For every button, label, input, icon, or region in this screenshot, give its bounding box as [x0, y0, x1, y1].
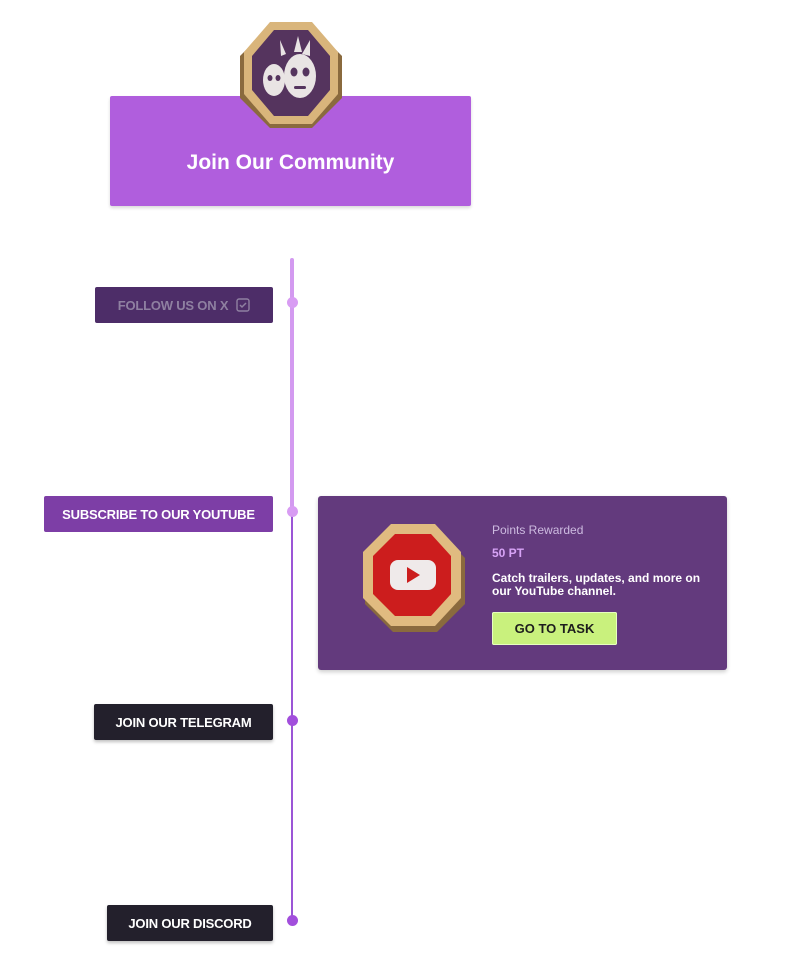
tribal-mask-icon — [240, 22, 342, 128]
task-discord-button[interactable]: JOIN OUR DISCORD — [107, 905, 273, 941]
timeline-dot-telegram — [287, 715, 298, 726]
checkbox-checked-icon — [236, 298, 250, 312]
go-to-task-button[interactable]: GO TO TASK — [492, 612, 617, 645]
task-description: Catch trailers, updates, and more on our… — [492, 571, 701, 598]
task-youtube-button[interactable]: SUBSCRIBE TO OUR YOUTUBE — [44, 496, 273, 532]
task-label: FOLLOW US ON X — [117, 297, 229, 313]
page-title: Join Our Community — [186, 151, 395, 174]
timeline-dot-follow-x — [287, 297, 298, 308]
task-label: JOIN OUR DISCORD — [128, 915, 252, 931]
task-label: JOIN OUR TELEGRAM — [115, 714, 252, 730]
points-value: 50 PT — [492, 546, 525, 560]
youtube-icon — [363, 524, 465, 632]
task-follow-x-button[interactable]: FOLLOW US ON X — [95, 287, 273, 323]
timeline-dot-youtube — [287, 506, 298, 517]
task-telegram-button[interactable]: JOIN OUR TELEGRAM — [94, 704, 273, 740]
timeline-dot-discord — [287, 915, 298, 926]
points-label: Points Rewarded — [492, 523, 584, 537]
timeline-progress-bar — [290, 258, 294, 512]
task-label: SUBSCRIBE TO OUR YOUTUBE — [62, 506, 255, 522]
